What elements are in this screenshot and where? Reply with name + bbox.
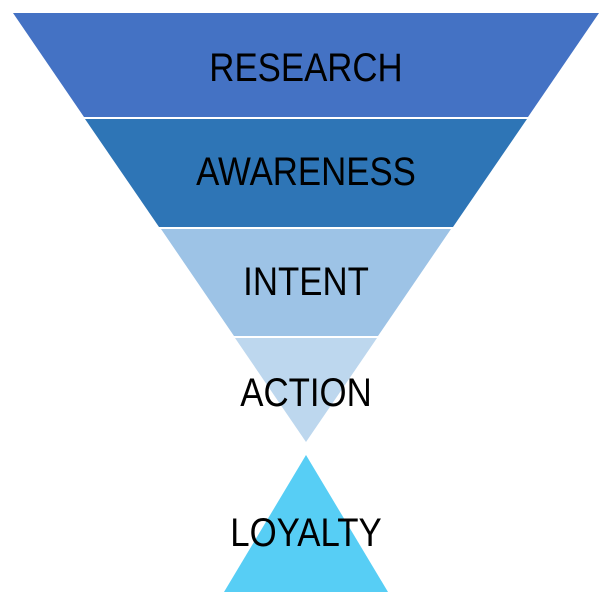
funnel-stage-awareness-shape <box>85 119 527 227</box>
funnel-diagram: RESEARCH AWARENESS INTENT ACTION LOYALTY <box>13 13 599 592</box>
funnel-stage-research-shape <box>13 13 599 117</box>
